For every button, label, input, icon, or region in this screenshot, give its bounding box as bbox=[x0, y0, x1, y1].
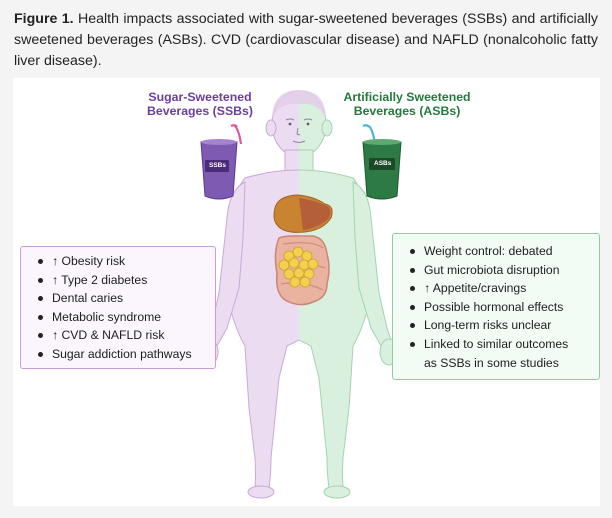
ssb-effects-box: ↑ Obesity risk ↑ Type 2 diabetes Dental … bbox=[20, 246, 216, 369]
face bbox=[285, 118, 313, 143]
ssb-cup-icon bbox=[200, 124, 243, 200]
figure-panel: SSBs ASBs Sugar-Sweetened Beverages (SSB… bbox=[13, 78, 600, 506]
asb-heading-line1: Artificially Sweetened bbox=[343, 90, 471, 104]
asb-effect-item: Linked to similar outcomes as SSBs in so… bbox=[407, 335, 599, 372]
ssb-effect-item: ↑ Obesity risk bbox=[35, 252, 215, 271]
ssb-effect-item: Dental caries bbox=[35, 289, 215, 308]
caption-text: Health impacts associated with sugar-swe… bbox=[14, 11, 598, 69]
asb-effect-item: Possible hormonal effects bbox=[407, 298, 599, 317]
asb-effect-item: ↑ Appetite/cravings bbox=[407, 279, 599, 298]
ssb-effect-item: Metabolic syndrome bbox=[35, 308, 215, 327]
asb-effect-item: Weight control: debated bbox=[407, 242, 599, 261]
asb-effects-box: Weight control: debated Gut microbiota d… bbox=[392, 233, 600, 380]
hair bbox=[272, 90, 326, 118]
ssb-heading: Sugar-Sweetened Beverages (SSBs) bbox=[131, 90, 269, 118]
ssb-cup-label: SSBs bbox=[209, 162, 226, 169]
ssb-effect-item: ↑ Type 2 diabetes bbox=[35, 271, 215, 290]
asb-heading: Artificially Sweetened Beverages (ASBs) bbox=[333, 90, 481, 118]
asb-effect-item: Gut microbiota disruption bbox=[407, 261, 599, 280]
asb-cup-icon bbox=[362, 124, 402, 200]
asb-heading-line2: Beverages (ASBs) bbox=[353, 104, 461, 118]
asb-effect-item: Long-term risks unclear bbox=[407, 316, 599, 335]
figure-caption: Figure 1. Health impacts associated with… bbox=[14, 9, 598, 72]
liver-right-lobe bbox=[299, 198, 331, 230]
ssb-heading-line2: Beverages (SSBs) bbox=[147, 104, 253, 118]
ssb-effect-item: Sugar addiction pathways bbox=[35, 345, 215, 364]
asb-cup-label: ASBs bbox=[374, 160, 392, 167]
figure-label: Figure 1. bbox=[14, 11, 74, 27]
ssb-heading-line1: Sugar-Sweetened bbox=[148, 90, 252, 104]
body-illustration bbox=[199, 90, 402, 499]
sugar-cluster bbox=[278, 246, 319, 288]
ssb-effect-item: ↑ CVD & NAFLD risk bbox=[35, 326, 215, 345]
